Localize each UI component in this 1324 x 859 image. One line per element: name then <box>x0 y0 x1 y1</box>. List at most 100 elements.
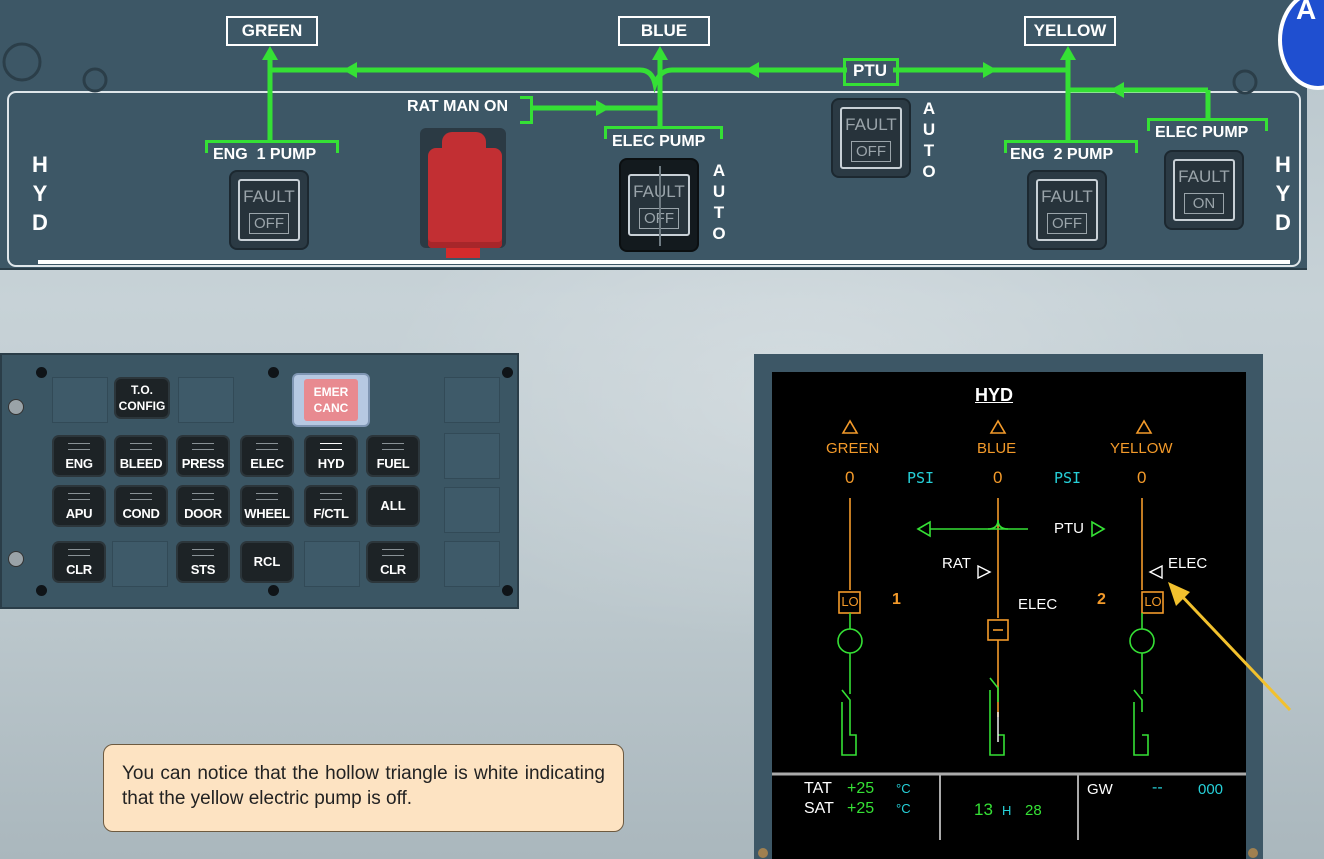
vertical-letter: O <box>922 162 936 181</box>
blue-elec-pump-label: ELEC PUMP <box>612 133 706 150</box>
eng2-off-light: OFF <box>1047 213 1087 234</box>
key-label: WHEEL <box>244 506 290 521</box>
ecp-corner-screw <box>502 367 513 378</box>
eng2-pump-face: FAULT OFF <box>1036 179 1098 241</box>
ecp-corner-screw <box>36 367 47 378</box>
blue-system-title: BLUE <box>977 440 1017 457</box>
yellow-lo-text: LO <box>1144 594 1162 609</box>
yellow-elec-indication: ELEC <box>1168 555 1208 572</box>
blue-elec-guard-bar <box>659 166 661 246</box>
vertical-letter: U <box>922 120 936 139</box>
vertical-letter: Y <box>32 181 48 206</box>
blue-elec-pump-button[interactable]: FAULT OFF <box>621 160 697 250</box>
key-label: ELEC <box>250 456 284 471</box>
eng1-pump-face: FAULT OFF <box>238 179 300 241</box>
key-label: FUEL <box>376 456 410 471</box>
utc-h-separator: H <box>1002 803 1012 818</box>
tat-value: +25 <box>847 780 875 797</box>
key-hyd[interactable]: HYD <box>306 437 356 475</box>
vertical-letter: Y <box>1275 181 1291 206</box>
green-system-title: GREEN <box>826 440 880 457</box>
pointer-arrow <box>1168 582 1292 712</box>
yellow-elec-pump-button[interactable]: FAULT ON <box>1166 152 1242 228</box>
key-indicator-bars <box>68 549 90 556</box>
rat-guard-cover <box>428 148 502 248</box>
yellow-elec-face: FAULT ON <box>1173 159 1235 221</box>
to-config-key[interactable]: T.O. CONFIG <box>116 379 168 417</box>
ecp-blank-slot <box>112 541 168 587</box>
key-press[interactable]: PRESS <box>178 437 228 475</box>
ecp-blank-slot <box>444 377 500 423</box>
amber-lines <box>838 419 1164 717</box>
blue-elec-indication: ELEC <box>1018 596 1058 613</box>
key-bleed[interactable]: BLEED <box>116 437 166 475</box>
eng1-pump-label: ENG 1 PUMP <box>213 146 317 163</box>
rat-indication: RAT <box>942 555 971 572</box>
key-sts[interactable]: STS <box>178 543 228 581</box>
logo-letter: A <box>1296 0 1317 25</box>
green-system-label: GREEN <box>226 16 318 46</box>
vertical-letter: T <box>923 141 935 160</box>
yellow-elec-pump-label: ELEC PUMP <box>1155 124 1249 141</box>
vertical-letter: D <box>32 210 48 235</box>
key-label: STS <box>190 562 216 577</box>
rat-guard-base <box>446 248 480 258</box>
yellow-pressure: 0 <box>1137 468 1147 487</box>
sat-value: +25 <box>847 800 875 817</box>
ptu-button[interactable]: FAULT OFF <box>833 100 909 176</box>
emer-canc-key[interactable]: EMER CANC <box>294 375 368 425</box>
yellow-system-title: YELLOW <box>1110 440 1173 457</box>
vertical-letter: A <box>712 161 726 180</box>
key-clr[interactable]: CLR <box>54 543 104 581</box>
eng1-pump-button[interactable]: FAULT OFF <box>231 172 307 248</box>
blue-elec-bracket <box>604 126 723 139</box>
vertical-letter: H <box>32 152 48 177</box>
ptu-off-light: OFF <box>851 141 891 162</box>
key-indicator-bars <box>320 493 342 500</box>
eng2-fault-light: FAULT <box>1041 187 1093 206</box>
rat-man-on-label: RAT MAN ON <box>407 98 509 115</box>
gw-digits: 000 <box>1198 781 1224 798</box>
key-door[interactable]: DOOR <box>178 487 228 525</box>
eng1-fault-light: FAULT <box>243 187 295 206</box>
sat-label: SAT <box>804 800 834 817</box>
yellow-elec-on-light: ON <box>1184 193 1224 214</box>
key-wheel[interactable]: WHEEL <box>242 487 292 525</box>
key-cond[interactable]: COND <box>116 487 166 525</box>
eng2-pump-button[interactable]: FAULT OFF <box>1029 172 1105 248</box>
key-all[interactable]: ALL <box>368 487 418 525</box>
blue-system-label: BLUE <box>618 16 710 46</box>
key-indicator-bars <box>68 493 90 500</box>
key-label: APU <box>65 506 93 521</box>
to-config-label: T.O. CONFIG <box>118 383 166 413</box>
ecp-corner-screw <box>502 585 513 596</box>
key-eng[interactable]: ENG <box>54 437 104 475</box>
ecp-corner-screw <box>268 367 279 378</box>
key-f-ctl[interactable]: F/CTL <box>306 487 356 525</box>
yellow-system-label: YELLOW <box>1024 16 1116 46</box>
key-label: BLEED <box>119 456 163 471</box>
key-fuel[interactable]: FUEL <box>368 437 418 475</box>
ecam-hyd-page: HYD GREEN BLUE YELLOW 0 0 0 PSI PSI PTU … <box>772 372 1246 859</box>
key-clr[interactable]: CLR <box>368 543 418 581</box>
ptu-bracket <box>843 58 899 86</box>
eng2-bracket <box>1004 140 1138 153</box>
ecp-blank-slot <box>444 487 500 533</box>
emer-canc-face: EMER CANC <box>304 379 358 421</box>
key-indicator-bars <box>320 443 342 450</box>
rat-man-on-guard[interactable] <box>420 128 506 258</box>
key-label: DOOR <box>184 506 222 521</box>
key-apu[interactable]: APU <box>54 487 104 525</box>
key-indicator-bars <box>382 443 404 450</box>
blue-elec-fault-light: FAULT <box>630 182 688 202</box>
key-label: CLR <box>66 562 92 577</box>
key-elec[interactable]: ELEC <box>242 437 292 475</box>
key-label: PRESS <box>181 456 225 471</box>
key-indicator-bars <box>68 443 90 450</box>
eng2-pump-label: ENG 2 PUMP <box>1010 146 1114 163</box>
key-rcl[interactable]: RCL <box>242 543 292 581</box>
ecp-blank-slot <box>444 433 500 479</box>
key-label: COND <box>122 506 160 521</box>
brand-logo: A <box>1278 0 1324 92</box>
key-label: F/CTL <box>313 506 349 521</box>
